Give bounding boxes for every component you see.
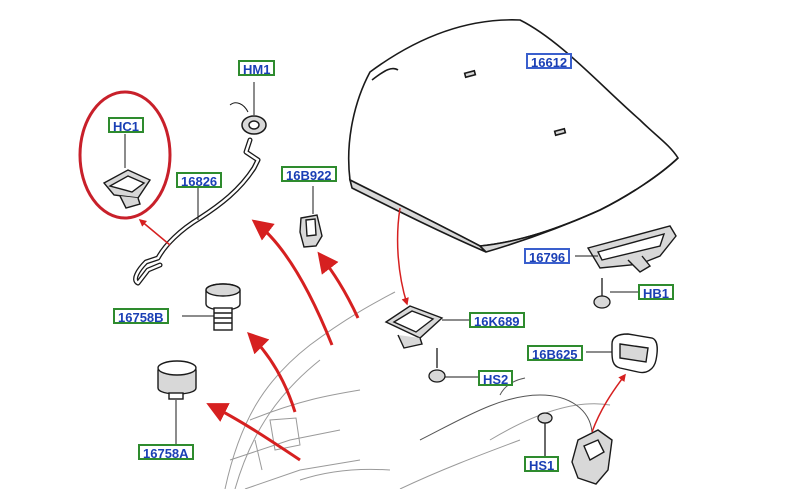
- latch-16k689: [384, 305, 470, 349]
- release-lever: [571, 429, 613, 485]
- bolt-hs2: [428, 348, 478, 383]
- label-16758a: 16758A: [138, 444, 194, 461]
- label-16k689: 16K689: [469, 312, 525, 329]
- label-hm1: HM1: [238, 60, 276, 77]
- bumper-16b922: [299, 186, 323, 248]
- label-16796: 16796: [524, 248, 571, 265]
- label-16b922: 16B922: [281, 166, 337, 183]
- grommet-hm1: [229, 82, 267, 135]
- label-hc1: HC1: [108, 117, 145, 134]
- release-handle-16b625: [586, 333, 658, 374]
- clip-hc1: [102, 134, 152, 209]
- prop-rod: [133, 137, 261, 286]
- label-hs1: HS1: [524, 456, 560, 473]
- label-16758b: 16758B: [113, 308, 169, 325]
- highlight-circle: [78, 90, 172, 220]
- label-16826: 16826: [176, 172, 223, 189]
- label-16b625: 16B625: [527, 345, 583, 362]
- car-body-outline: [224, 291, 611, 489]
- bracket-16796: [575, 225, 677, 273]
- label-hs2: HS2: [478, 370, 514, 387]
- label-hb1: HB1: [638, 284, 675, 301]
- hood-panel: [347, 19, 680, 253]
- red-arrows: [138, 207, 626, 462]
- bolt-hs1: [537, 412, 553, 456]
- bump-stop-16758a: [157, 360, 197, 444]
- bolt-hb1: [593, 278, 640, 309]
- bump-stop-16758b: [182, 283, 241, 331]
- label-16612: 16612: [526, 53, 573, 70]
